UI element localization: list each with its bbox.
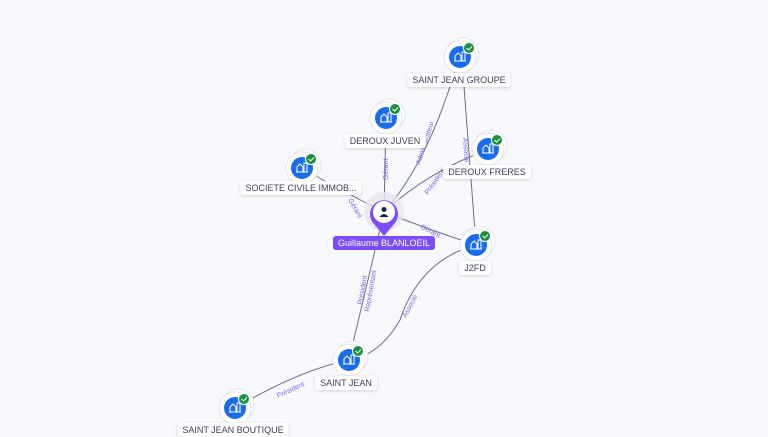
edge-label: Gérant	[383, 159, 390, 180]
building-icon	[380, 112, 392, 123]
verified-check-icon	[352, 345, 364, 357]
building-icon	[229, 402, 241, 413]
person-label[interactable]: Guillaume BLANLOEIL	[332, 236, 436, 250]
company-node-sj[interactable]	[332, 340, 369, 377]
verified-check-icon	[305, 153, 317, 165]
person-icon	[379, 207, 389, 217]
company-label[interactable]: J2FD	[459, 261, 491, 275]
company-label[interactable]: SOCIETE CIVILE IMMOB...	[240, 181, 362, 195]
company-node-df[interactable]	[471, 129, 508, 166]
company-label[interactable]: DEROUX FRERES	[443, 165, 531, 179]
verified-check-icon	[491, 134, 503, 146]
building-icon	[454, 51, 466, 62]
verified-check-icon	[389, 103, 401, 115]
verified-check-icon	[479, 230, 491, 242]
edge-label: Associé	[461, 138, 470, 163]
company-label[interactable]: SAINT JEAN GROUPE	[407, 73, 511, 87]
company-node-sjb[interactable]	[218, 388, 255, 425]
company-node-sci[interactable]	[285, 148, 322, 185]
edge-j2fd-sj	[348, 244, 477, 361]
company-node-dj[interactable]	[369, 98, 406, 135]
edge-label: Associé	[402, 294, 420, 319]
verified-check-icon	[238, 393, 250, 405]
building-icon	[482, 143, 494, 154]
building-icon	[470, 239, 482, 250]
company-label[interactable]: DEROUX JUVEN	[344, 134, 426, 148]
company-node-sjg[interactable]	[443, 37, 480, 74]
company-label[interactable]: SAINT JEAN	[315, 376, 377, 390]
building-icon	[296, 162, 308, 173]
verified-check-icon	[463, 42, 475, 54]
person-node[interactable]	[364, 192, 404, 236]
edge-sjg-j2fd	[461, 59, 477, 246]
building-icon	[343, 354, 355, 365]
company-label[interactable]: SAINT JEAN BOUTIQUE	[177, 423, 289, 437]
edge-label: Gérant	[346, 198, 363, 220]
company-node-j2fd[interactable]	[459, 225, 496, 262]
